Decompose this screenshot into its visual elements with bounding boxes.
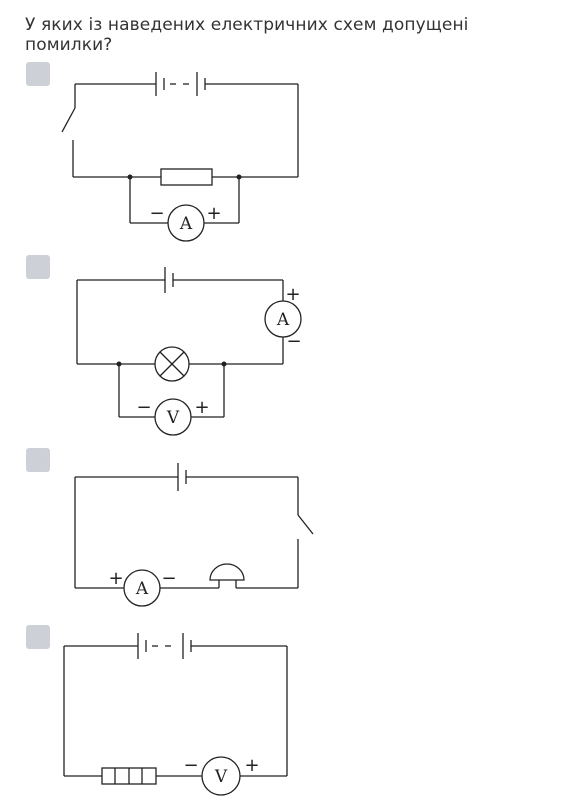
ammeter-label: A: [135, 579, 149, 599]
ammeter-plus: +: [285, 284, 300, 305]
ammeter-minus: −: [286, 331, 301, 352]
ammeter-plus: +: [206, 203, 221, 224]
ammeter-label: A: [179, 214, 193, 234]
option-1-checkbox[interactable]: [26, 62, 50, 86]
circuit-diagram-1: A − +: [61, 72, 299, 242]
ammeter-label: A: [276, 310, 290, 330]
voltmeter-label: V: [214, 767, 228, 787]
voltmeter-plus: +: [244, 755, 259, 776]
option-4-checkbox[interactable]: [26, 625, 50, 649]
voltmeter-label: V: [166, 408, 180, 428]
circuit-diagram-2: A + − V − +: [76, 267, 302, 436]
ammeter-plus: +: [108, 568, 123, 589]
ammeter-minus: −: [161, 568, 176, 589]
option-3-checkbox[interactable]: [26, 448, 50, 472]
bell-icon: [209, 563, 245, 581]
voltmeter-minus: −: [136, 397, 151, 418]
voltmeter-minus: −: [183, 755, 198, 776]
ammeter-minus: −: [149, 203, 164, 224]
voltmeter-plus: +: [194, 397, 209, 418]
circuit-diagram-3: A + −: [74, 463, 314, 607]
option-2-checkbox[interactable]: [26, 255, 50, 279]
question-text: У яких із наведених електричних схем доп…: [25, 15, 469, 55]
